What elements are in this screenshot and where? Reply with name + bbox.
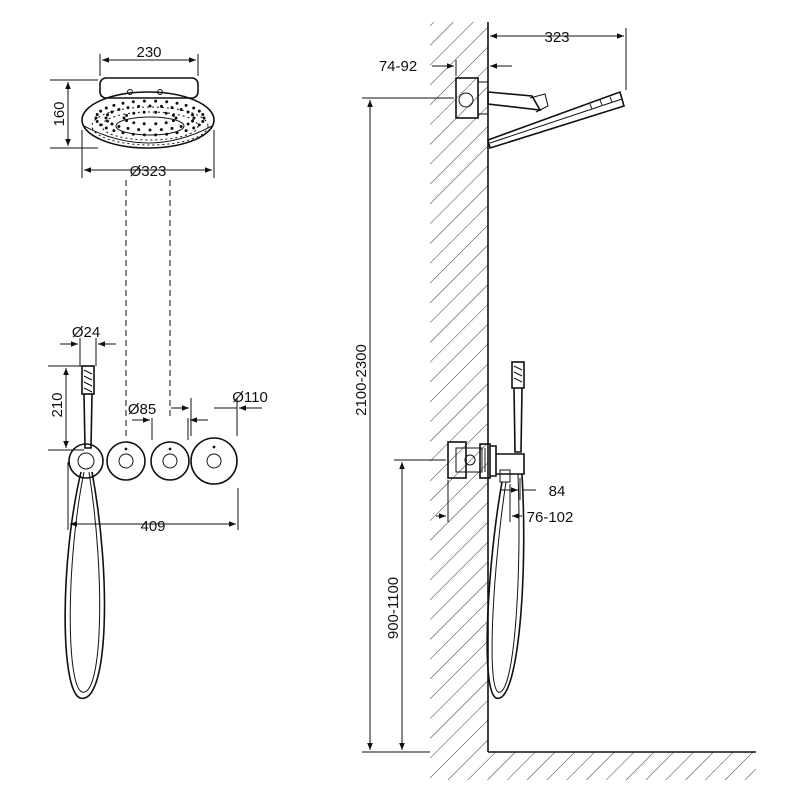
nozzle-dot: [121, 101, 125, 105]
nozzle-dot: [186, 110, 190, 114]
dim-valve-diameter: Ø85: [128, 401, 156, 418]
nozzle-dot: [165, 100, 169, 104]
nozzle-dot: [131, 132, 135, 136]
nozzle-dot: [154, 110, 158, 114]
nozzle-dot: [175, 131, 179, 135]
nozzle-dot: [171, 113, 175, 117]
nozzle-dots: [94, 99, 206, 137]
nozzle-dot: [110, 122, 114, 126]
nozzle-dot: [174, 116, 178, 120]
nozzle-dot: [154, 122, 158, 126]
nozzle-dot: [171, 119, 175, 123]
hand-shower-side: [486, 361, 525, 699]
nozzle-dot: [164, 121, 168, 125]
nozzle-dot: [126, 106, 130, 110]
nozzle-dot: [197, 123, 201, 127]
nozzle-dot: [142, 110, 146, 114]
nozzle-dot: [170, 126, 174, 130]
nozzle-dot: [106, 113, 109, 117]
nozzle-dot: [131, 100, 135, 104]
nozzle-dot: [137, 104, 141, 108]
nozzle-dot: [184, 129, 188, 133]
nozzle-dot: [99, 123, 103, 127]
nozzle-dot: [192, 106, 196, 110]
nozzle-dot: [117, 108, 121, 111]
nozzle-dot: [165, 132, 169, 136]
dim-hand-diameter: Ø24: [72, 324, 100, 341]
nozzle-dot: [191, 113, 194, 117]
nozzle-dot: [201, 113, 205, 116]
dim-hand-length: 210: [49, 392, 66, 417]
nozzle-dot: [104, 106, 108, 110]
nozzle-dot: [192, 126, 196, 130]
nozzle-dot: [175, 101, 179, 105]
nozzle-dot: [99, 109, 103, 113]
dim-head-diameter: Ø323: [130, 163, 167, 180]
nozzle-dot: [95, 113, 99, 116]
nozzle-dot: [184, 103, 188, 107]
shower-head-side: [455, 77, 625, 150]
shower-head-front: [81, 77, 215, 149]
nozzle-dot: [159, 104, 163, 108]
nozzle-dot: [126, 126, 130, 130]
nozzle-dot: [148, 104, 152, 108]
nozzle-dot: [179, 125, 183, 128]
dim-total-width: 409: [140, 518, 165, 535]
dim-arm-projection: 323: [544, 29, 569, 46]
dim-valve-depth-a: 84: [549, 483, 566, 500]
nozzle-dot: [106, 119, 109, 123]
nozzle-dot: [132, 121, 136, 125]
dim-head-width: 230: [136, 44, 161, 61]
front-view: 230 160 Ø323 Ø24 210: [48, 44, 268, 699]
dim-valve-mount-height: 900-1100: [385, 577, 402, 639]
nozzle-dot: [132, 111, 136, 115]
hand-shower-front: [81, 365, 95, 449]
nozzle-dot: [179, 108, 183, 111]
nozzle-dot: [191, 119, 194, 123]
nozzle-dot: [104, 116, 108, 120]
nozzle-dot: [148, 128, 152, 132]
nozzle-dot: [201, 120, 205, 123]
nozzle-dot: [142, 99, 146, 103]
dim-valve-depth-b: 76-102: [527, 509, 574, 526]
nozzle-dot: [154, 99, 158, 103]
nozzle-dot: [125, 113, 129, 117]
nozzle-dot: [202, 116, 206, 120]
floor-hatching: [430, 752, 756, 780]
dim-head-height: 160: [51, 101, 68, 126]
nozzle-dot: [159, 128, 163, 132]
nozzle-dot: [95, 120, 99, 123]
nozzle-dot: [154, 133, 158, 137]
nozzle-dot: [192, 116, 196, 120]
nozzle-dot: [170, 106, 174, 110]
nozzle-dot: [164, 111, 168, 115]
nozzle-dot: [112, 129, 116, 133]
valve-controls-front: [106, 437, 238, 485]
nozzle-dot: [117, 125, 121, 128]
nozzle-dot: [94, 116, 98, 120]
nozzle-dot: [125, 119, 129, 123]
dim-head-mount-height: 2100-2300: [353, 344, 370, 416]
nozzle-dot: [122, 116, 126, 120]
nozzle-dot: [186, 122, 190, 126]
wall-hatching: [430, 22, 488, 752]
side-view: 323 74-92 2100-2300 900-1100: [353, 22, 756, 780]
nozzle-dot: [121, 131, 125, 135]
nozzle-dot: [197, 109, 201, 113]
outlet-and-hose: [64, 443, 106, 699]
nozzle-dot: [110, 110, 114, 114]
nozzle-dot: [142, 122, 146, 126]
dim-plate-diameter: Ø110: [232, 389, 268, 406]
nozzle-dot: [142, 133, 146, 137]
dim-arm-offset: 74-92: [379, 58, 417, 75]
nozzle-dot: [137, 128, 141, 132]
nozzle-dot: [112, 103, 116, 107]
nozzle-dot: [104, 126, 108, 130]
mixer-valve-side: [447, 441, 497, 479]
